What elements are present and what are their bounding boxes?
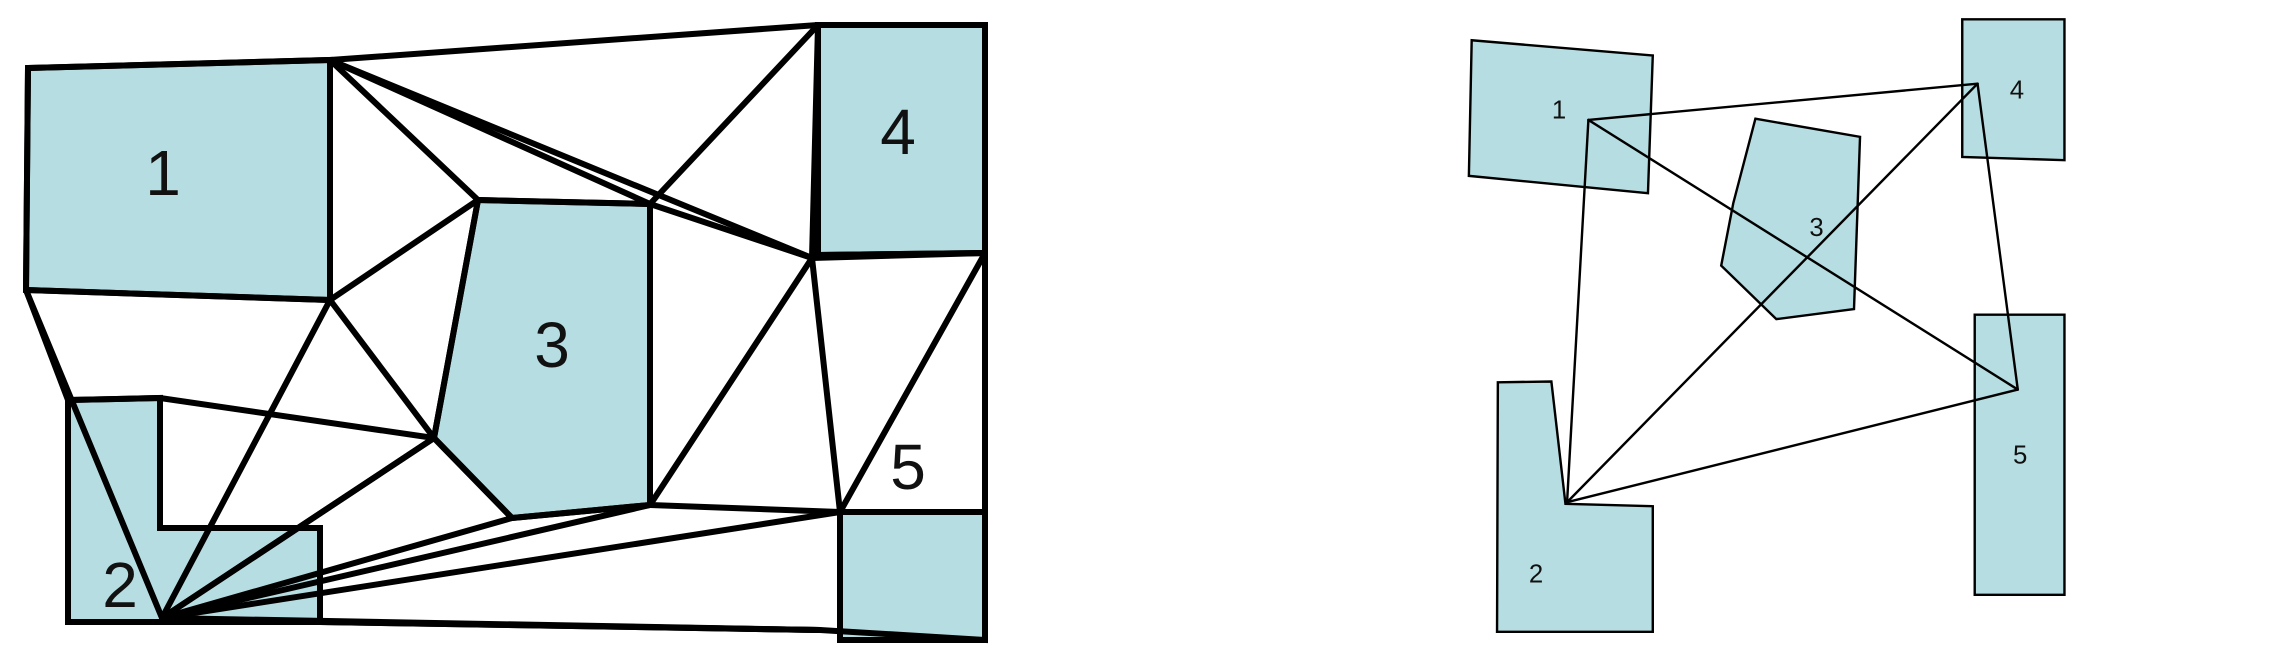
left-edge-c1 (327, 197, 481, 303)
right-region-label-1: 1 (1552, 97, 1566, 125)
right-region-labels: 1 2 3 4 5 (1529, 77, 2027, 589)
left-edge-r3-left (431, 197, 481, 441)
left-edge-d4 (809, 255, 843, 515)
right-region-4 (1961, 18, 2066, 162)
right-edge-1-4 (1587, 82, 1979, 122)
right-edge-2-5 (1565, 388, 2019, 504)
left-edge-b3 (327, 57, 815, 261)
left-edge-r2-topnotch (65, 395, 163, 403)
right-region-fills (1467, 18, 2066, 634)
left-edge-e1 (159, 515, 515, 621)
left-edge-d1 (647, 201, 815, 261)
left-edge-r3-bl (431, 435, 515, 521)
left-edge-r3-bot (509, 502, 653, 521)
right-edge-4-5 (1976, 82, 2019, 391)
left-edge-a1 (23, 287, 165, 621)
left-edge-r3-top (475, 197, 653, 207)
right-connector-edges (1565, 82, 2019, 504)
left-edge-d2 (647, 255, 815, 508)
right-detached-svg: 1 2 3 4 5 (1467, 18, 2066, 634)
right-region-label-4: 4 (2010, 77, 2024, 105)
left-edge-b1 (327, 57, 481, 203)
right-edge-2-4 (1565, 82, 1979, 504)
right-region-5 (1973, 313, 2066, 596)
left-edge-d3 (647, 502, 843, 515)
left-edge-e6 (159, 435, 437, 621)
left-edge-d6 (837, 250, 988, 515)
right-region-3 (1719, 117, 1862, 321)
right-edge-1-2 (1565, 118, 1590, 504)
right-region-2 (1495, 380, 1654, 634)
left-edge-b5 (809, 22, 821, 261)
left-region-label-5: 5 (890, 431, 926, 503)
left-edge-c2 (327, 297, 437, 441)
left-edge-e3 (159, 509, 843, 621)
left-mesh-panel: 1 2 3 4 5 (0, 0, 1000, 664)
left-edge-c3 (159, 297, 333, 621)
left-region-fills (22, 22, 988, 643)
left-edge-b4 (647, 22, 821, 207)
left-region-label-3: 3 (534, 309, 570, 381)
right-region-label-2: 2 (1529, 560, 1543, 588)
right-detached-panel: 1 2 3 4 5 (1270, 0, 2273, 664)
left-region-label-2: 2 (102, 549, 138, 621)
right-region-label-3: 3 (1809, 214, 1823, 242)
left-mesh-edges (22, 22, 988, 644)
left-region-label-4: 4 (880, 96, 916, 168)
right-region-1 (1467, 38, 1655, 195)
right-edge-1-5 (1587, 118, 2019, 391)
left-edge-e2 (159, 502, 653, 621)
left-edge-e5 (317, 619, 823, 633)
left-region-labels: 1 2 3 4 5 (102, 96, 926, 621)
left-region-5 (837, 509, 988, 643)
left-mesh-svg: 1 2 3 4 5 (22, 22, 988, 644)
left-edge-r1-bottom (23, 287, 333, 303)
left-region-label-1: 1 (145, 137, 181, 209)
right-region-label-5: 5 (2013, 442, 2027, 470)
left-edge-c5 (157, 395, 437, 441)
left-edge-r4-bot (815, 250, 988, 258)
